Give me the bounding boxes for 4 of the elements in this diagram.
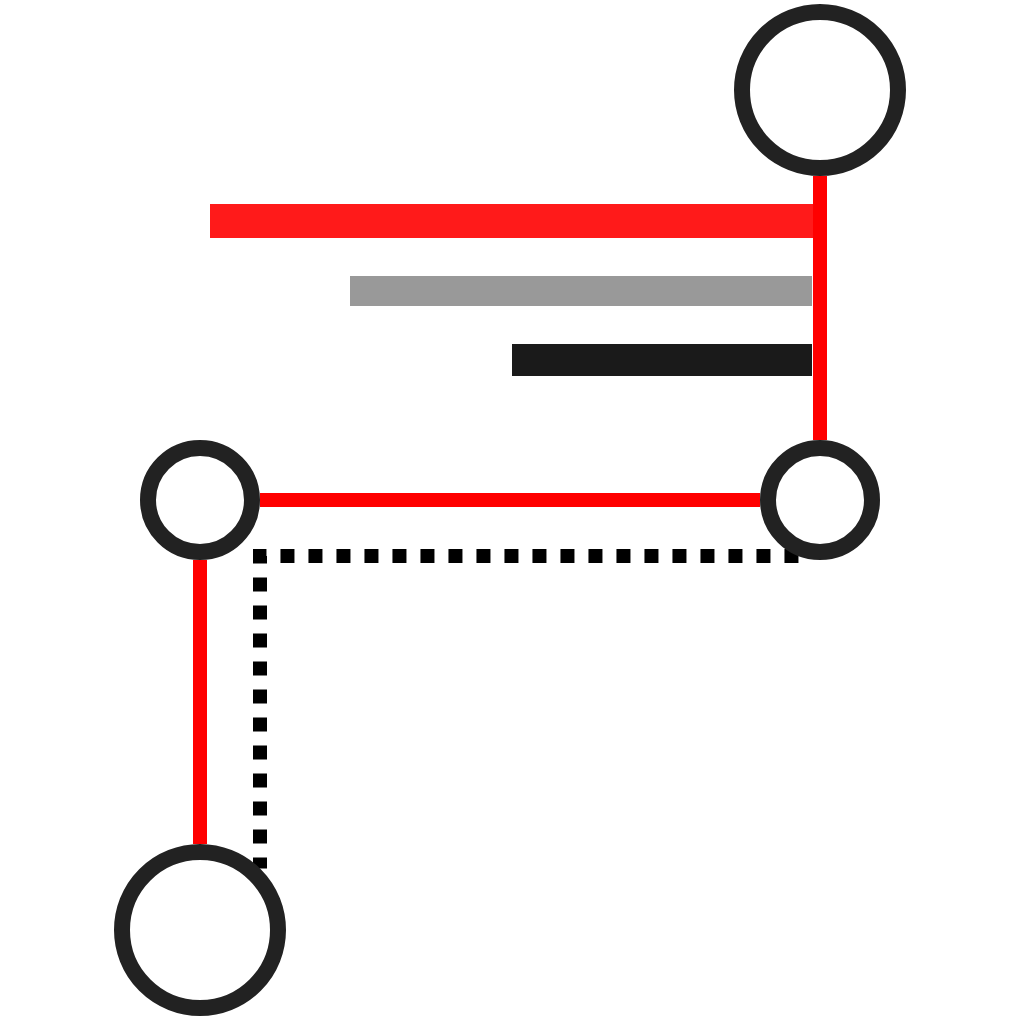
connector-line [813,176,827,440]
dotted-connector [253,549,799,869]
connector-line [193,560,207,844]
connector-line [260,493,760,507]
